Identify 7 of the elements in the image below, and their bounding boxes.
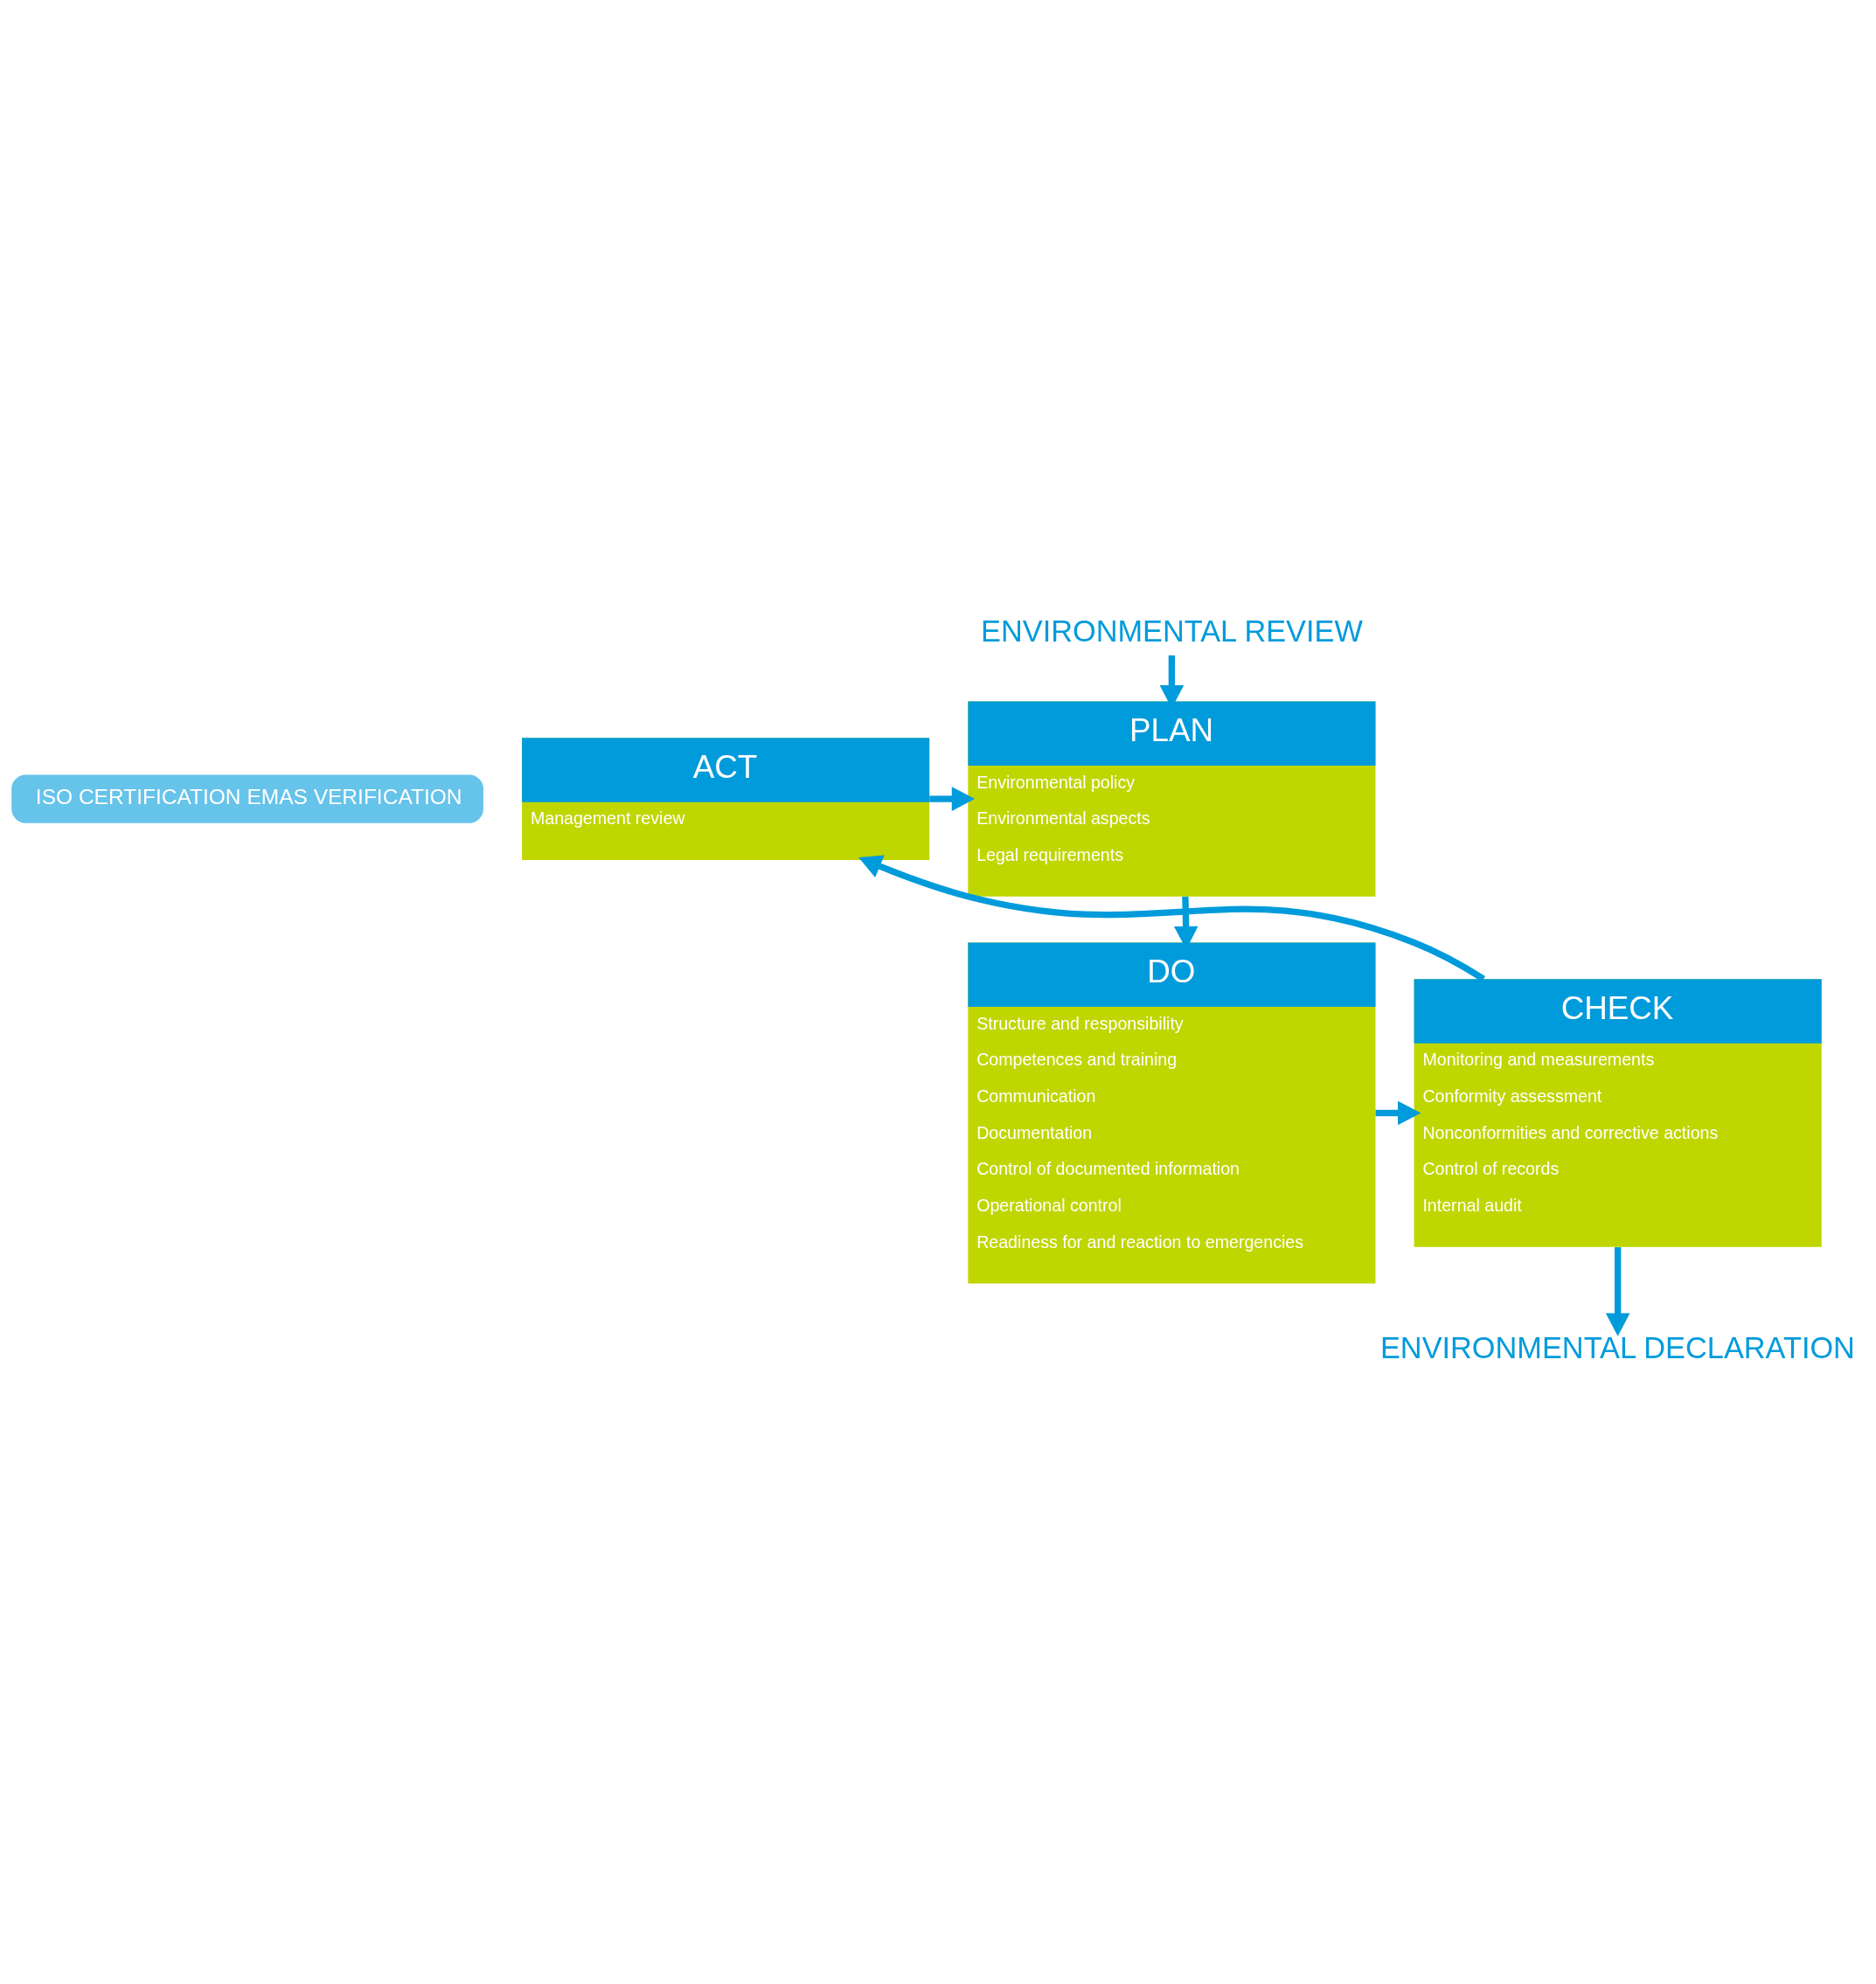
node-text: ENVIRONMENTAL REVIEW	[981, 614, 1363, 648]
arrow	[929, 786, 976, 811]
arrow	[858, 854, 1485, 982]
node-text: ENVIRONMENTAL DECLARATION	[1379, 1330, 1855, 1364]
node-box: ISO CERTIFICATION EMAS VERIFICATION	[11, 774, 483, 823]
arrow	[1605, 1246, 1630, 1336]
arrow	[1375, 1100, 1421, 1125]
